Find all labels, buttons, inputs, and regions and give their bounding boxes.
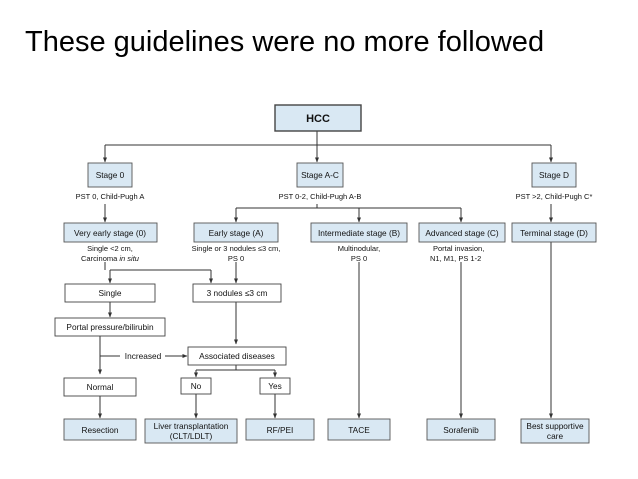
intermediate-note-1: Multinodular, <box>338 244 381 253</box>
single-node: Single <box>64 283 156 303</box>
intermediate-stage-label: Intermediate stage (B) <box>318 228 400 238</box>
stage-d-node: Stage D PST >2, Child-Pugh C* <box>516 162 593 201</box>
very-early-note-1: Single <2 cm, <box>87 244 133 253</box>
liver-transplant-label-1: Liver transplantation <box>154 421 229 431</box>
tace-node: TACE <box>327 418 391 441</box>
stage-0-label: Stage 0 <box>96 170 125 180</box>
stage-0-node: Stage 0 PST 0, Child-Pugh A <box>76 162 145 201</box>
no-node: No <box>180 377 212 395</box>
early-stage-node: Early stage (A) Single or 3 nodules ≤3 c… <box>192 222 281 263</box>
stage-ac-label: Stage A-C <box>301 170 339 180</box>
advanced-stage-label: Advanced stage (C) <box>425 228 499 238</box>
stage-d-criteria: PST >2, Child-Pugh C* <box>516 192 593 201</box>
hcc-node: HCC <box>274 104 362 132</box>
three-nodules-label: 3 nodules ≤3 cm <box>207 288 268 298</box>
resection-label: Resection <box>82 425 119 435</box>
early-stage-label: Early stage (A) <box>209 228 264 238</box>
intermediate-stage-node: Intermediate stage (B) Multinodular, PS … <box>310 222 408 263</box>
best-supportive-care-node: Best supportive care <box>520 418 590 444</box>
associated-diseases-node: Associated diseases <box>187 346 287 366</box>
early-note-2: PS 0 <box>228 254 244 263</box>
very-early-stage-node: Very early stage (0) Single <2 cm, Carci… <box>63 222 158 263</box>
normal-label: Normal <box>87 382 114 392</box>
very-early-note-2-prefix: Carcinoma <box>81 254 119 263</box>
terminal-stage-label: Terminal stage (D) <box>520 228 588 238</box>
single-label: Single <box>98 288 121 298</box>
no-label: No <box>191 381 202 391</box>
sorafenib-node: Sorafenib <box>426 418 496 441</box>
terminal-stage-node: Terminal stage (D) <box>511 222 597 243</box>
portal-pressure-label: Portal pressure/bilirubin <box>66 322 154 332</box>
stage-ac-node: Stage A-C PST 0-2, Child-Pugh A-B <box>279 162 362 201</box>
advanced-note-1: Portal invasion, <box>433 244 484 253</box>
best-supportive-care-label-1: Best supportive <box>526 421 584 431</box>
slide-title: These guidelines were no more followed <box>25 26 545 58</box>
portal-pressure-node: Portal pressure/bilirubin <box>54 317 166 337</box>
rf-pei-label: RF/PEI <box>267 425 294 435</box>
intermediate-note-2: PS 0 <box>351 254 367 263</box>
stage-0-criteria: PST 0, Child-Pugh A <box>76 192 145 201</box>
stage-ac-criteria: PST 0-2, Child-Pugh A-B <box>279 192 362 201</box>
yes-node: Yes <box>259 377 291 395</box>
hcc-label: HCC <box>306 113 330 125</box>
very-early-note-2-italic: in situ <box>119 254 139 263</box>
advanced-note-2: N1, M1, PS 1-2 <box>430 254 481 263</box>
liver-transplant-label-2: (CLT/LDLT) <box>170 431 213 441</box>
associated-diseases-label: Associated diseases <box>199 351 275 361</box>
tace-label: TACE <box>348 425 370 435</box>
stage-d-label: Stage D <box>539 170 569 180</box>
normal-node: Normal <box>63 377 137 397</box>
rf-pei-node: RF/PEI <box>245 418 315 441</box>
best-supportive-care-label-2: care <box>547 431 564 441</box>
resection-node: Resection <box>63 418 137 441</box>
connector-lines <box>98 131 553 419</box>
early-note-1: Single or 3 nodules ≤3 cm, <box>192 244 281 253</box>
very-early-stage-label: Very early stage (0) <box>74 228 146 238</box>
advanced-stage-node: Advanced stage (C) Portal invasion, N1, … <box>418 222 506 263</box>
sorafenib-label: Sorafenib <box>443 425 479 435</box>
very-early-note-2: Carcinoma in situ <box>81 254 140 263</box>
liver-transplant-node: Liver transplantation (CLT/LDLT) <box>144 418 238 444</box>
yes-label: Yes <box>268 381 282 391</box>
increased-label: Increased <box>125 351 162 361</box>
three-nodules-node: 3 nodules ≤3 cm <box>192 283 282 303</box>
